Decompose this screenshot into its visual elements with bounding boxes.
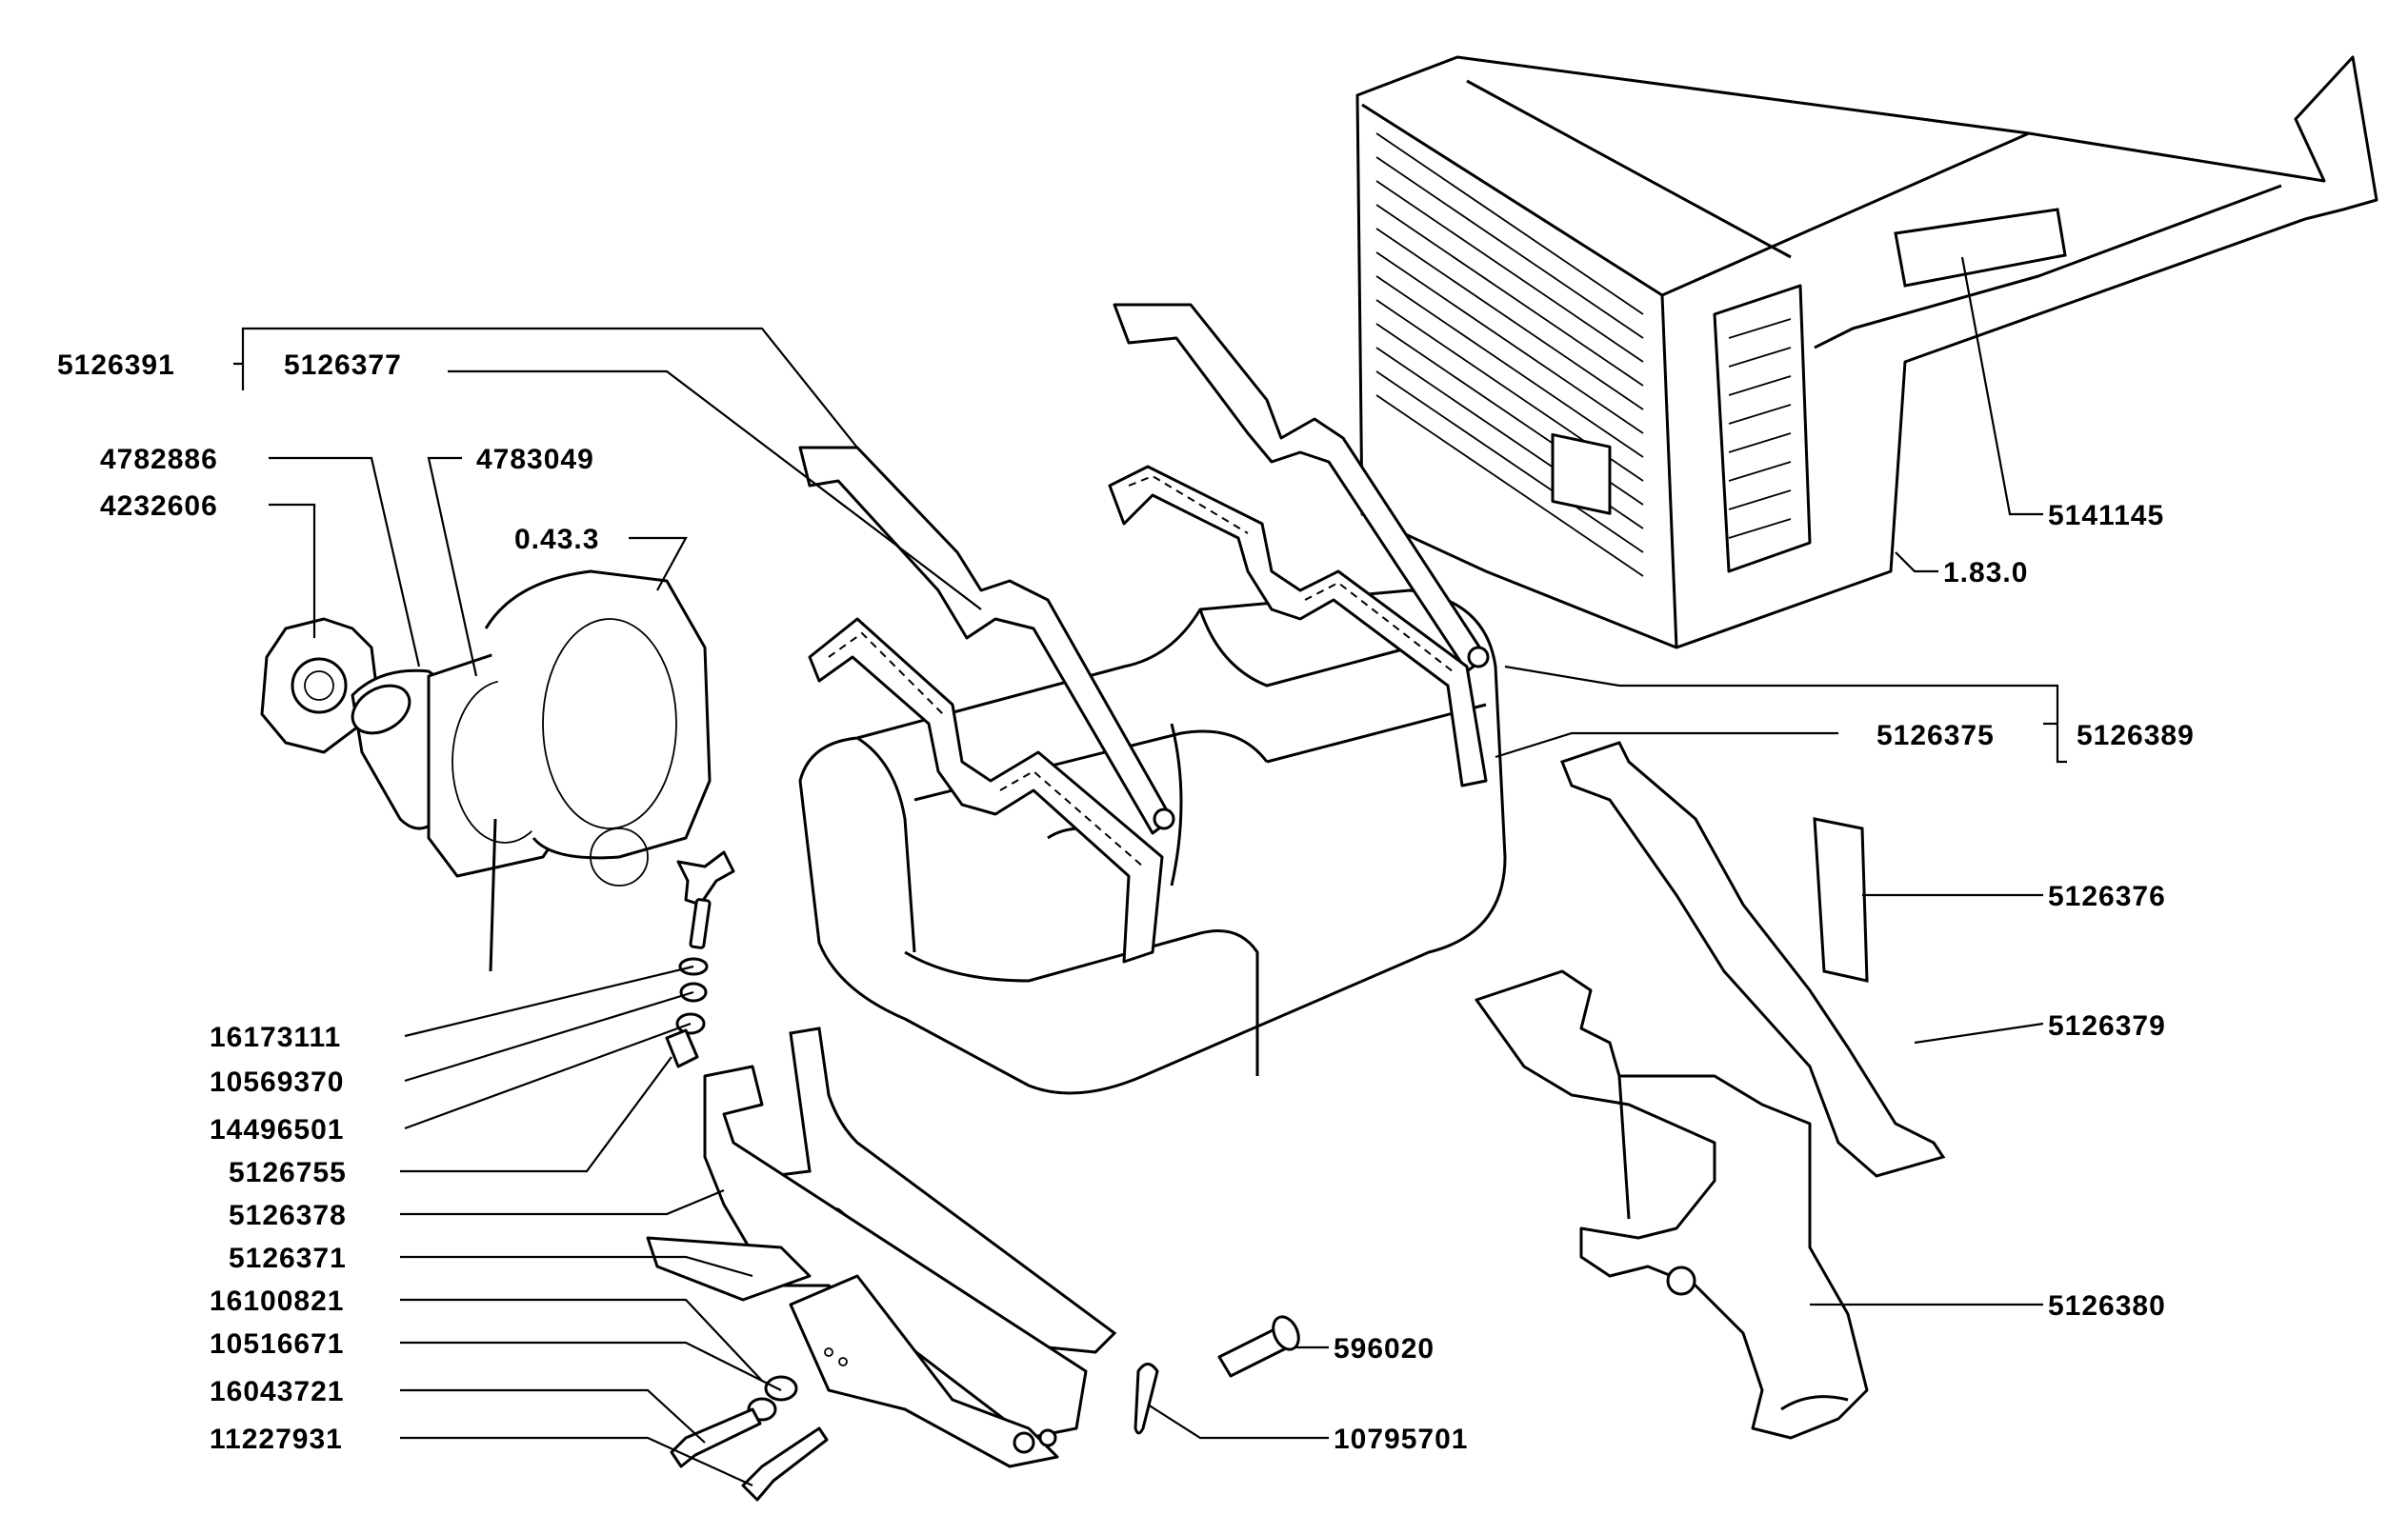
label-5126389: 5126389 bbox=[2077, 720, 2195, 751]
label-5126378: 5126378 bbox=[229, 1200, 347, 1231]
label-16100821: 16100821 bbox=[210, 1286, 344, 1317]
padded-strap-right bbox=[1108, 465, 1488, 787]
side-vent-slots bbox=[1728, 318, 1792, 539]
filler-housing bbox=[484, 569, 712, 972]
label-16173111: 16173111 bbox=[210, 1022, 341, 1053]
label-5126371: 5126371 bbox=[229, 1243, 347, 1274]
label-10569370: 10569370 bbox=[210, 1067, 344, 1098]
leader-lines bbox=[233, 256, 2067, 1487]
wing-bolt bbox=[676, 850, 735, 949]
hex-nut bbox=[764, 1375, 798, 1402]
bolt-16043721 bbox=[670, 1407, 762, 1468]
bracket-5126379 bbox=[1560, 741, 1946, 1178]
part-labels: 5126391 5126377 4782886 4783049 4232606 … bbox=[57, 349, 2195, 1455]
label-1-83-0: 1.83.0 bbox=[1943, 557, 2028, 588]
engine-housing bbox=[1355, 55, 2378, 718]
label-5126376: 5126376 bbox=[2048, 881, 2166, 912]
label-5141145: 5141145 bbox=[2048, 500, 2164, 531]
housing-window-right bbox=[1551, 432, 1612, 515]
label-10516671: 10516671 bbox=[210, 1328, 344, 1360]
label-0-43-3: 0.43.3 bbox=[514, 524, 599, 555]
cotter-pin bbox=[1134, 1363, 1159, 1435]
label-14496501: 14496501 bbox=[210, 1114, 344, 1146]
bracket-5126371 bbox=[703, 1065, 1088, 1440]
clevis-pin bbox=[1217, 1315, 1300, 1378]
tank-strap-upper-left bbox=[798, 446, 1175, 835]
label-16043721: 16043721 bbox=[210, 1376, 344, 1407]
label-5126755: 5126755 bbox=[229, 1157, 347, 1188]
label-4783049: 4783049 bbox=[476, 444, 594, 475]
pad-5126376 bbox=[1813, 817, 1869, 983]
label-10795701: 10795701 bbox=[1334, 1424, 1468, 1455]
bracket-5126380 bbox=[1475, 969, 1869, 1440]
spacer-sleeve bbox=[665, 1028, 699, 1068]
label-5126379: 5126379 bbox=[2048, 1010, 2166, 1042]
label-5126391: 5126391 bbox=[57, 349, 175, 381]
label-4782886: 4782886 bbox=[100, 444, 218, 475]
label-5126377: 5126377 bbox=[284, 349, 402, 381]
label-5126380: 5126380 bbox=[2048, 1290, 2166, 1322]
label-plate-5141145 bbox=[1894, 208, 2067, 288]
bolt-11227931 bbox=[741, 1426, 829, 1502]
padded-strap-left bbox=[808, 617, 1164, 964]
label-596020: 596020 bbox=[1334, 1333, 1435, 1365]
label-5126375: 5126375 bbox=[1876, 720, 1995, 751]
label-4232606: 4232606 bbox=[100, 490, 218, 522]
fuel-tank bbox=[798, 588, 1507, 1095]
label-11227931: 11227931 bbox=[210, 1424, 343, 1455]
